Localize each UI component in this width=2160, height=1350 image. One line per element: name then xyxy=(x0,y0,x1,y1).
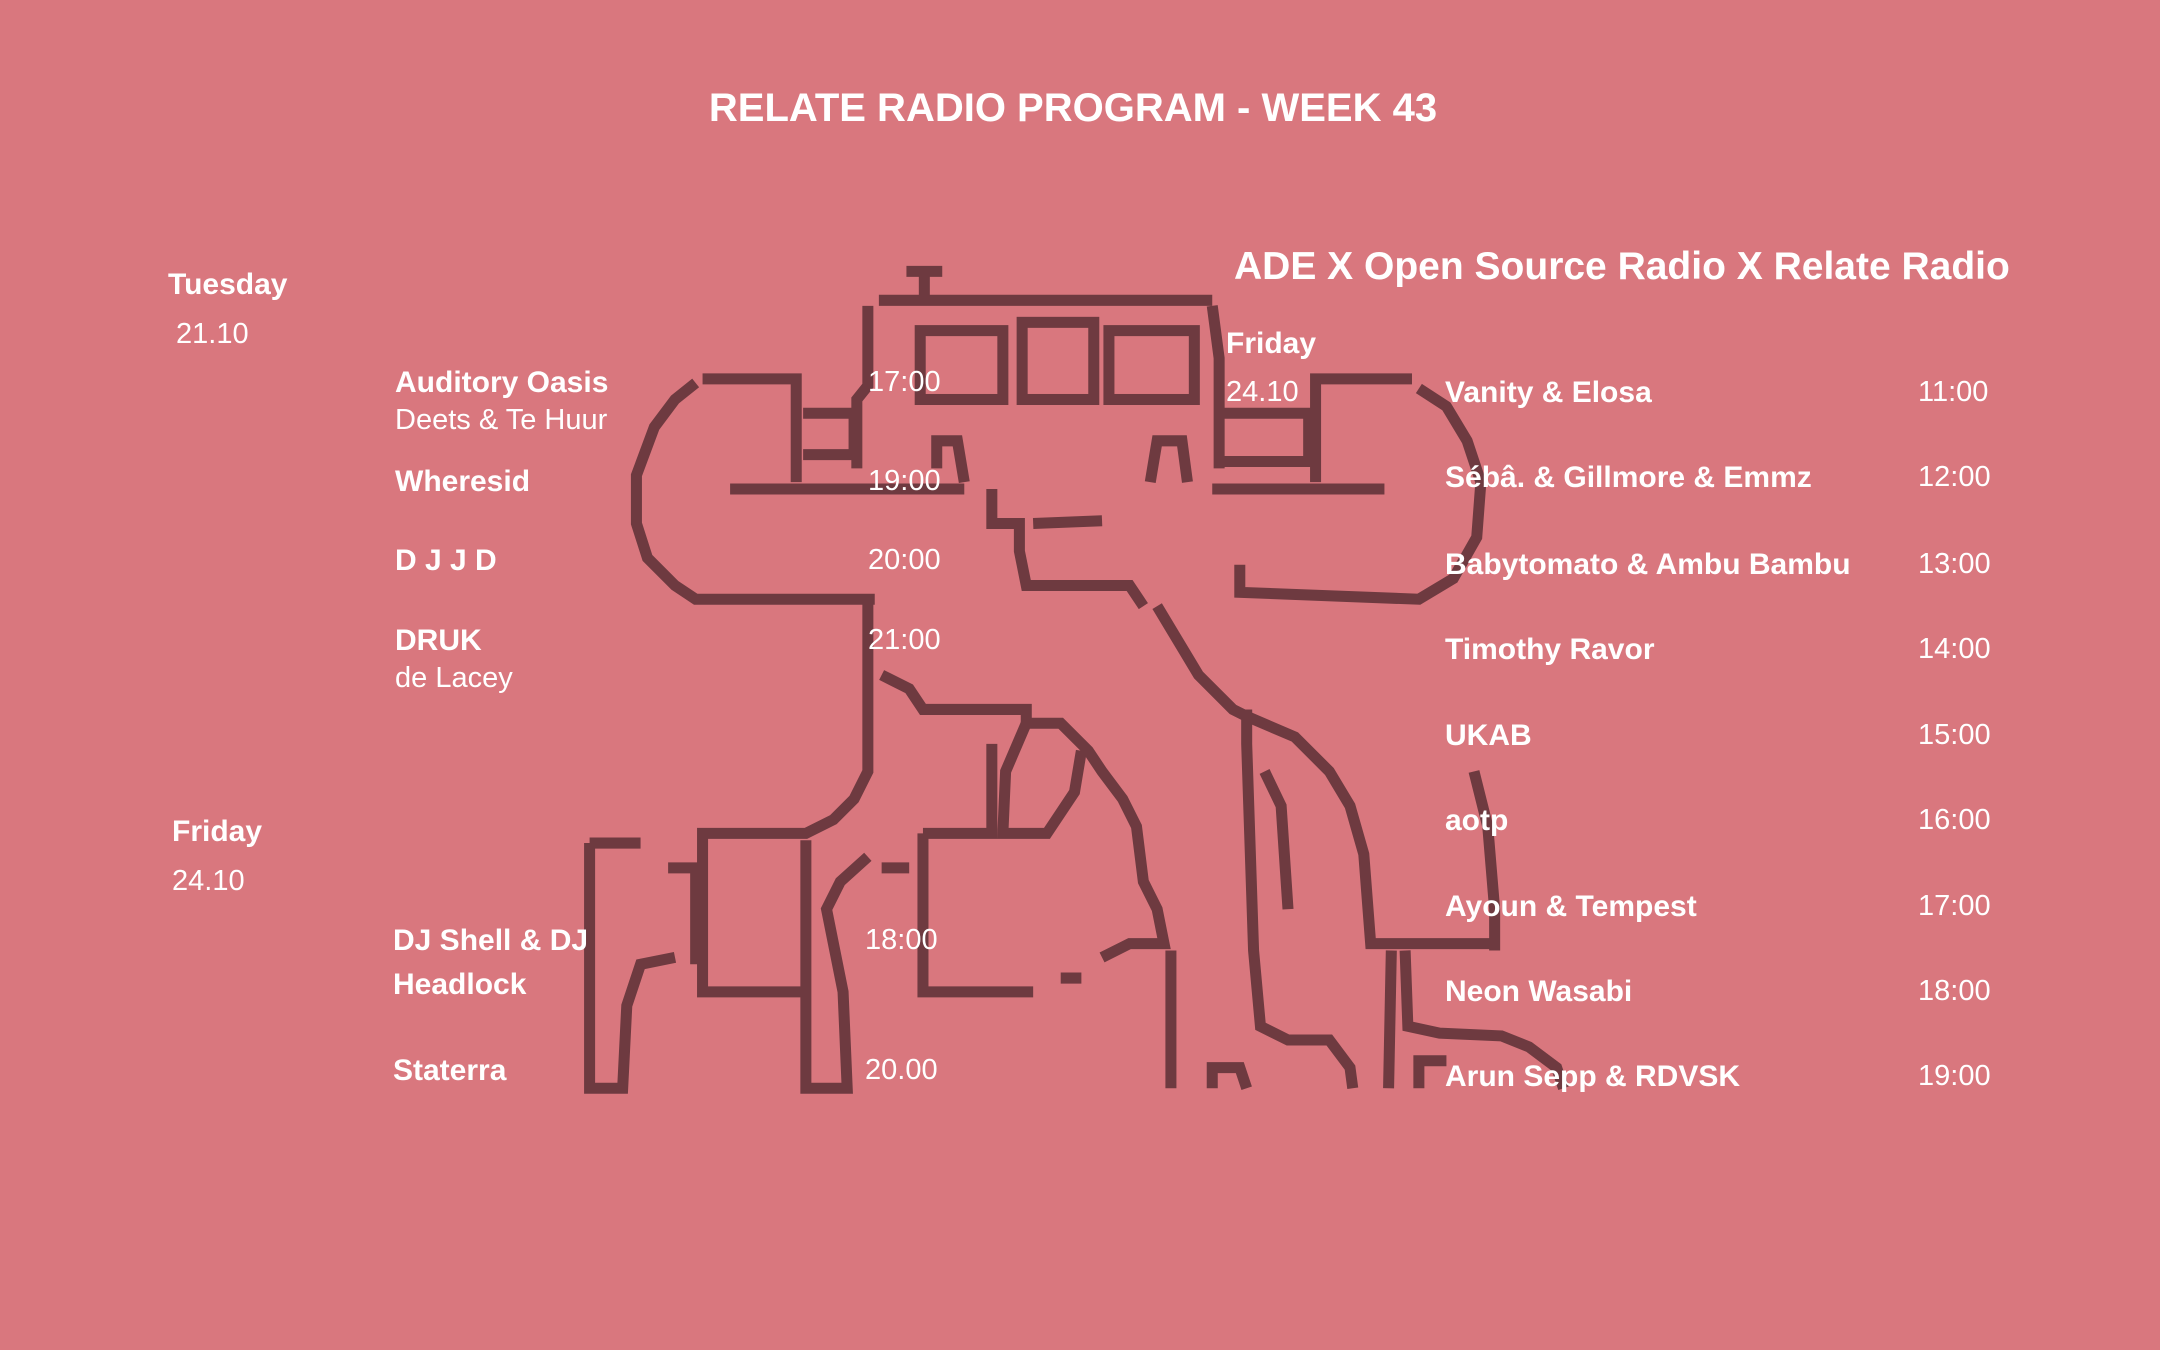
slot-time: 12:00 xyxy=(1918,461,1991,493)
slot-time: 18:00 xyxy=(865,924,938,956)
slot-name: Staterra xyxy=(393,1054,507,1087)
slot-time: 21:00 xyxy=(868,624,941,656)
event-heading: ADE X Open Source Radio X Relate Radio xyxy=(1234,245,2010,288)
slot-time: 19:00 xyxy=(868,465,941,497)
slot-time: 17:00 xyxy=(868,366,941,398)
slot-name: Babytomato & Ambu Bambu xyxy=(1445,548,1851,581)
page-title: RELATE RADIO PROGRAM - WEEK 43 xyxy=(708,86,1438,130)
slot-subtitle: Deets & Te Huur xyxy=(395,404,608,436)
slot-time: 19:00 xyxy=(1918,1060,1991,1092)
slot-name: Vanity & Elosa xyxy=(1445,376,1652,409)
slot-name: Arun Sepp & RDVSK xyxy=(1445,1060,1741,1093)
slot-name: UKAB xyxy=(1445,719,1532,752)
slot-name: D J J D xyxy=(395,544,497,577)
robot-left-arm xyxy=(630,373,965,605)
slot-name: DJ Shell & DJ xyxy=(393,924,589,957)
slot-name: aotp xyxy=(1445,804,1509,837)
slot-time: 17:00 xyxy=(1918,890,1991,922)
slot-time: 15:00 xyxy=(1918,719,1991,751)
day-label-friday-right: Friday xyxy=(1226,327,1317,360)
slot-time: 13:00 xyxy=(1918,548,1991,580)
slot-name: Neon Wasabi xyxy=(1445,975,1633,1008)
slot-time: 11:00 xyxy=(1918,376,1989,408)
slot-time: 16:00 xyxy=(1918,804,1991,836)
date-label-tuesday: 21.10 xyxy=(176,318,249,350)
day-label-tuesday: Tuesday xyxy=(168,268,288,301)
date-label-friday-right: 24.10 xyxy=(1226,376,1299,408)
slot-name: Ayoun & Tempest xyxy=(1445,890,1697,923)
slot-time: 20:00 xyxy=(868,544,941,576)
slot-name: Auditory Oasis xyxy=(395,366,609,399)
slot-name: Timothy Ravor xyxy=(1445,633,1655,666)
slot-time: 20.00 xyxy=(865,1054,938,1086)
slot-time: 18:00 xyxy=(1918,975,1991,1007)
robot-body xyxy=(584,599,1569,1094)
slot-subtitle: de Lacey xyxy=(395,662,513,694)
slot-name: Sébâ. & Gillmore & Emmz xyxy=(1445,461,1812,494)
date-label-friday: 24.10 xyxy=(172,865,245,897)
robot-right-arm xyxy=(1212,373,1487,605)
slot-name: Wheresid xyxy=(395,465,531,498)
day-label-friday: Friday xyxy=(172,815,263,848)
slot-time: 14:00 xyxy=(1918,633,1991,665)
slot-name-continued: Headlock xyxy=(393,968,527,1001)
robot-head xyxy=(851,265,1225,610)
slot-name: DRUK xyxy=(395,624,482,657)
